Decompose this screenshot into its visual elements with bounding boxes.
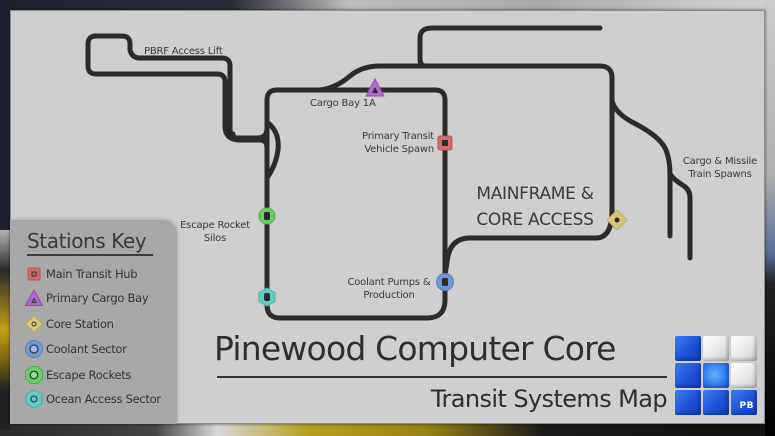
station-coolant bbox=[436, 273, 454, 291]
legend-item-ocean-access-sector: Ocean Access Sector bbox=[24, 389, 161, 409]
octagon-station-icon bbox=[25, 366, 43, 384]
background-bottom bbox=[0, 424, 775, 436]
legend-item-main-transit-hub: Main Transit Hub bbox=[24, 265, 138, 283]
label-cargo-missile: Cargo & Missile Train Spawns bbox=[682, 156, 758, 180]
logo-cube bbox=[731, 363, 757, 388]
logo-cube bbox=[675, 363, 701, 388]
label-escape-rocket: Escape Rocket Silos bbox=[180, 220, 250, 244]
legend-item-primary-cargo-bay: Primary Cargo Bay bbox=[24, 288, 149, 307]
legend-item-core-station: Core Station bbox=[24, 314, 114, 334]
logo-text: PB bbox=[739, 401, 754, 411]
logo-cube bbox=[703, 336, 729, 361]
logo-cube bbox=[731, 336, 757, 361]
track-outer-top bbox=[317, 63, 615, 278]
legend-title: Stations Key bbox=[27, 229, 153, 256]
legend-item-coolant-sector: Coolant Sector bbox=[24, 340, 127, 358]
logo-cube bbox=[703, 363, 729, 388]
station-core bbox=[606, 209, 628, 231]
logo-cube bbox=[675, 390, 701, 415]
legend-item-escape-rockets: Escape Rockets bbox=[24, 366, 131, 384]
page-subtitle: Transit Systems Map bbox=[430, 385, 668, 413]
logo-cube: PB bbox=[731, 390, 757, 415]
station-ocean-access bbox=[258, 287, 276, 307]
station-primary-transit bbox=[437, 135, 453, 151]
track-cargo-branch bbox=[609, 97, 673, 239]
title-divider bbox=[217, 376, 667, 378]
track-inner-loop bbox=[264, 87, 448, 321]
diamond-station-icon bbox=[24, 314, 44, 334]
track-junction-bypass bbox=[264, 119, 281, 181]
logo-cube bbox=[703, 390, 729, 415]
pb-cube-logo: PB bbox=[675, 336, 759, 418]
track-top-hump bbox=[417, 25, 603, 69]
station-cargo-bay bbox=[365, 77, 385, 97]
triangle-station-icon bbox=[24, 288, 44, 306]
label-pbrf-access-lift: PBRF Access Lift bbox=[144, 46, 223, 57]
hexagon-station-icon bbox=[25, 389, 43, 409]
station-escape-rockets bbox=[258, 207, 276, 225]
sector-title-mainframe: MAINFRAME & CORE ACCESS bbox=[476, 184, 594, 230]
page-title: Pinewood Computer Core bbox=[214, 329, 616, 368]
background-left bbox=[0, 230, 10, 430]
stations-key-legend: Stations Key Main Transit Hub Primary Ca… bbox=[10, 220, 177, 424]
label-coolant: Coolant Pumps & Production bbox=[347, 277, 431, 301]
label-cargo-bay: Cargo Bay 1A bbox=[310, 98, 376, 109]
label-primary-transit: Primary Transit Vehicle Spawn bbox=[362, 131, 434, 155]
logo-cube bbox=[675, 336, 701, 361]
track-cargo-branch-2 bbox=[667, 171, 693, 261]
background-right bbox=[765, 0, 775, 436]
circle-station-icon bbox=[25, 340, 43, 358]
square-station-icon bbox=[27, 267, 41, 281]
